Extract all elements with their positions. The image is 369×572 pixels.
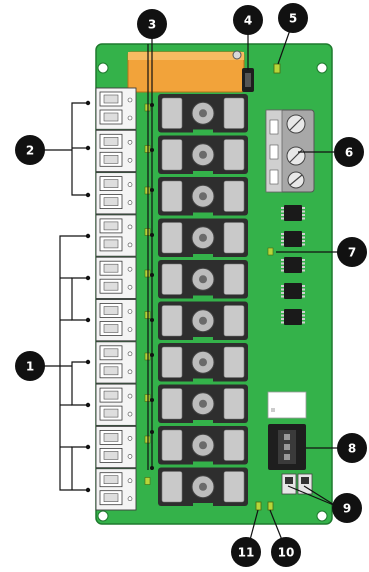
callout-5: 5 [278,3,308,33]
switch-lever [301,477,309,484]
callout-10-label: 10 [278,546,295,560]
callout-3: 3 [137,9,167,39]
callout-markers: 1 2 3 4 5 6 7 8 [15,3,367,567]
callout-9-label: 9 [343,502,351,516]
led-5 [273,63,281,74]
ic-chip [281,283,305,299]
terminal-block [95,468,137,511]
screw-terminal-slot [269,144,279,160]
pin-header-8 [268,424,306,470]
mounting-hole-bottom-right [316,510,328,522]
callout-9: 9 [332,493,362,523]
ic-chip [281,257,305,273]
callout-8-label: 8 [348,442,356,456]
leader-9 [287,485,337,507]
mounting-hole-top-right [316,62,328,74]
callout-8: 8 [337,433,367,463]
battery-pack-top [128,52,244,60]
screw-terminal-slot [269,119,279,135]
relay [158,94,248,135]
callout-leader-lines [44,29,340,541]
terminal-block [95,129,137,173]
terminal-block-column [95,87,137,511]
relay-led [144,477,151,485]
leader-dots [85,100,154,493]
screw-terminal-block-6 [265,109,315,193]
relay [158,177,248,218]
label-sticker-mark [271,408,275,412]
callout-10: 10 [271,537,301,567]
terminal-block [95,425,137,469]
relay [158,135,248,176]
mounting-hole-top-left [97,62,109,74]
header-connector-4-pins [245,73,251,87]
ic-chip [281,205,305,221]
callout-4-label: 4 [244,14,252,28]
pin [284,444,290,450]
bracket-1 [59,235,88,491]
callout-1: 1 [15,351,45,381]
dip-switches-9 [281,473,313,495]
led-10 [267,501,274,511]
relay [158,343,248,384]
callout-7-label: 7 [348,246,356,260]
relay [158,384,248,425]
bracket-2 [71,102,88,196]
terminal-block [95,172,137,215]
terminal-block [95,214,137,257]
relay [158,467,248,508]
screw-terminal-slot [269,169,279,185]
callout-1-label: 1 [26,360,34,374]
ic-chip [281,309,305,325]
terminal-block [95,87,137,130]
relay [158,218,248,259]
switch-lever [285,477,293,484]
callout-7: 7 [337,237,367,267]
led-11 [255,501,262,511]
callout-4: 4 [233,5,263,35]
callout-2: 2 [15,135,45,165]
callout-3-label: 3 [148,18,156,32]
callout-2-label: 2 [26,144,34,158]
leader-11 [249,509,259,541]
terminal-block [95,383,137,426]
ic-chip-column-7 [267,205,305,325]
ic-chip [281,231,305,247]
leader-10 [269,509,283,541]
relay-column [158,94,248,508]
callout-11-label: 11 [238,546,255,560]
relay [158,426,248,467]
terminal-block [95,256,137,299]
callout-6: 6 [334,137,364,167]
relay [158,301,248,342]
callout-6-label: 6 [345,146,353,160]
callout-5-label: 5 [289,12,297,26]
pin [284,454,290,460]
mounting-hole-bottom-left [97,510,109,522]
relay [158,260,248,301]
pin [284,434,290,440]
leader-5 [277,29,291,65]
terminal-block [95,299,137,342]
battery-terminal [232,50,242,60]
terminal-block [95,341,137,384]
led-7 [267,247,274,256]
label-sticker [267,391,307,419]
callout-11: 11 [231,537,261,567]
